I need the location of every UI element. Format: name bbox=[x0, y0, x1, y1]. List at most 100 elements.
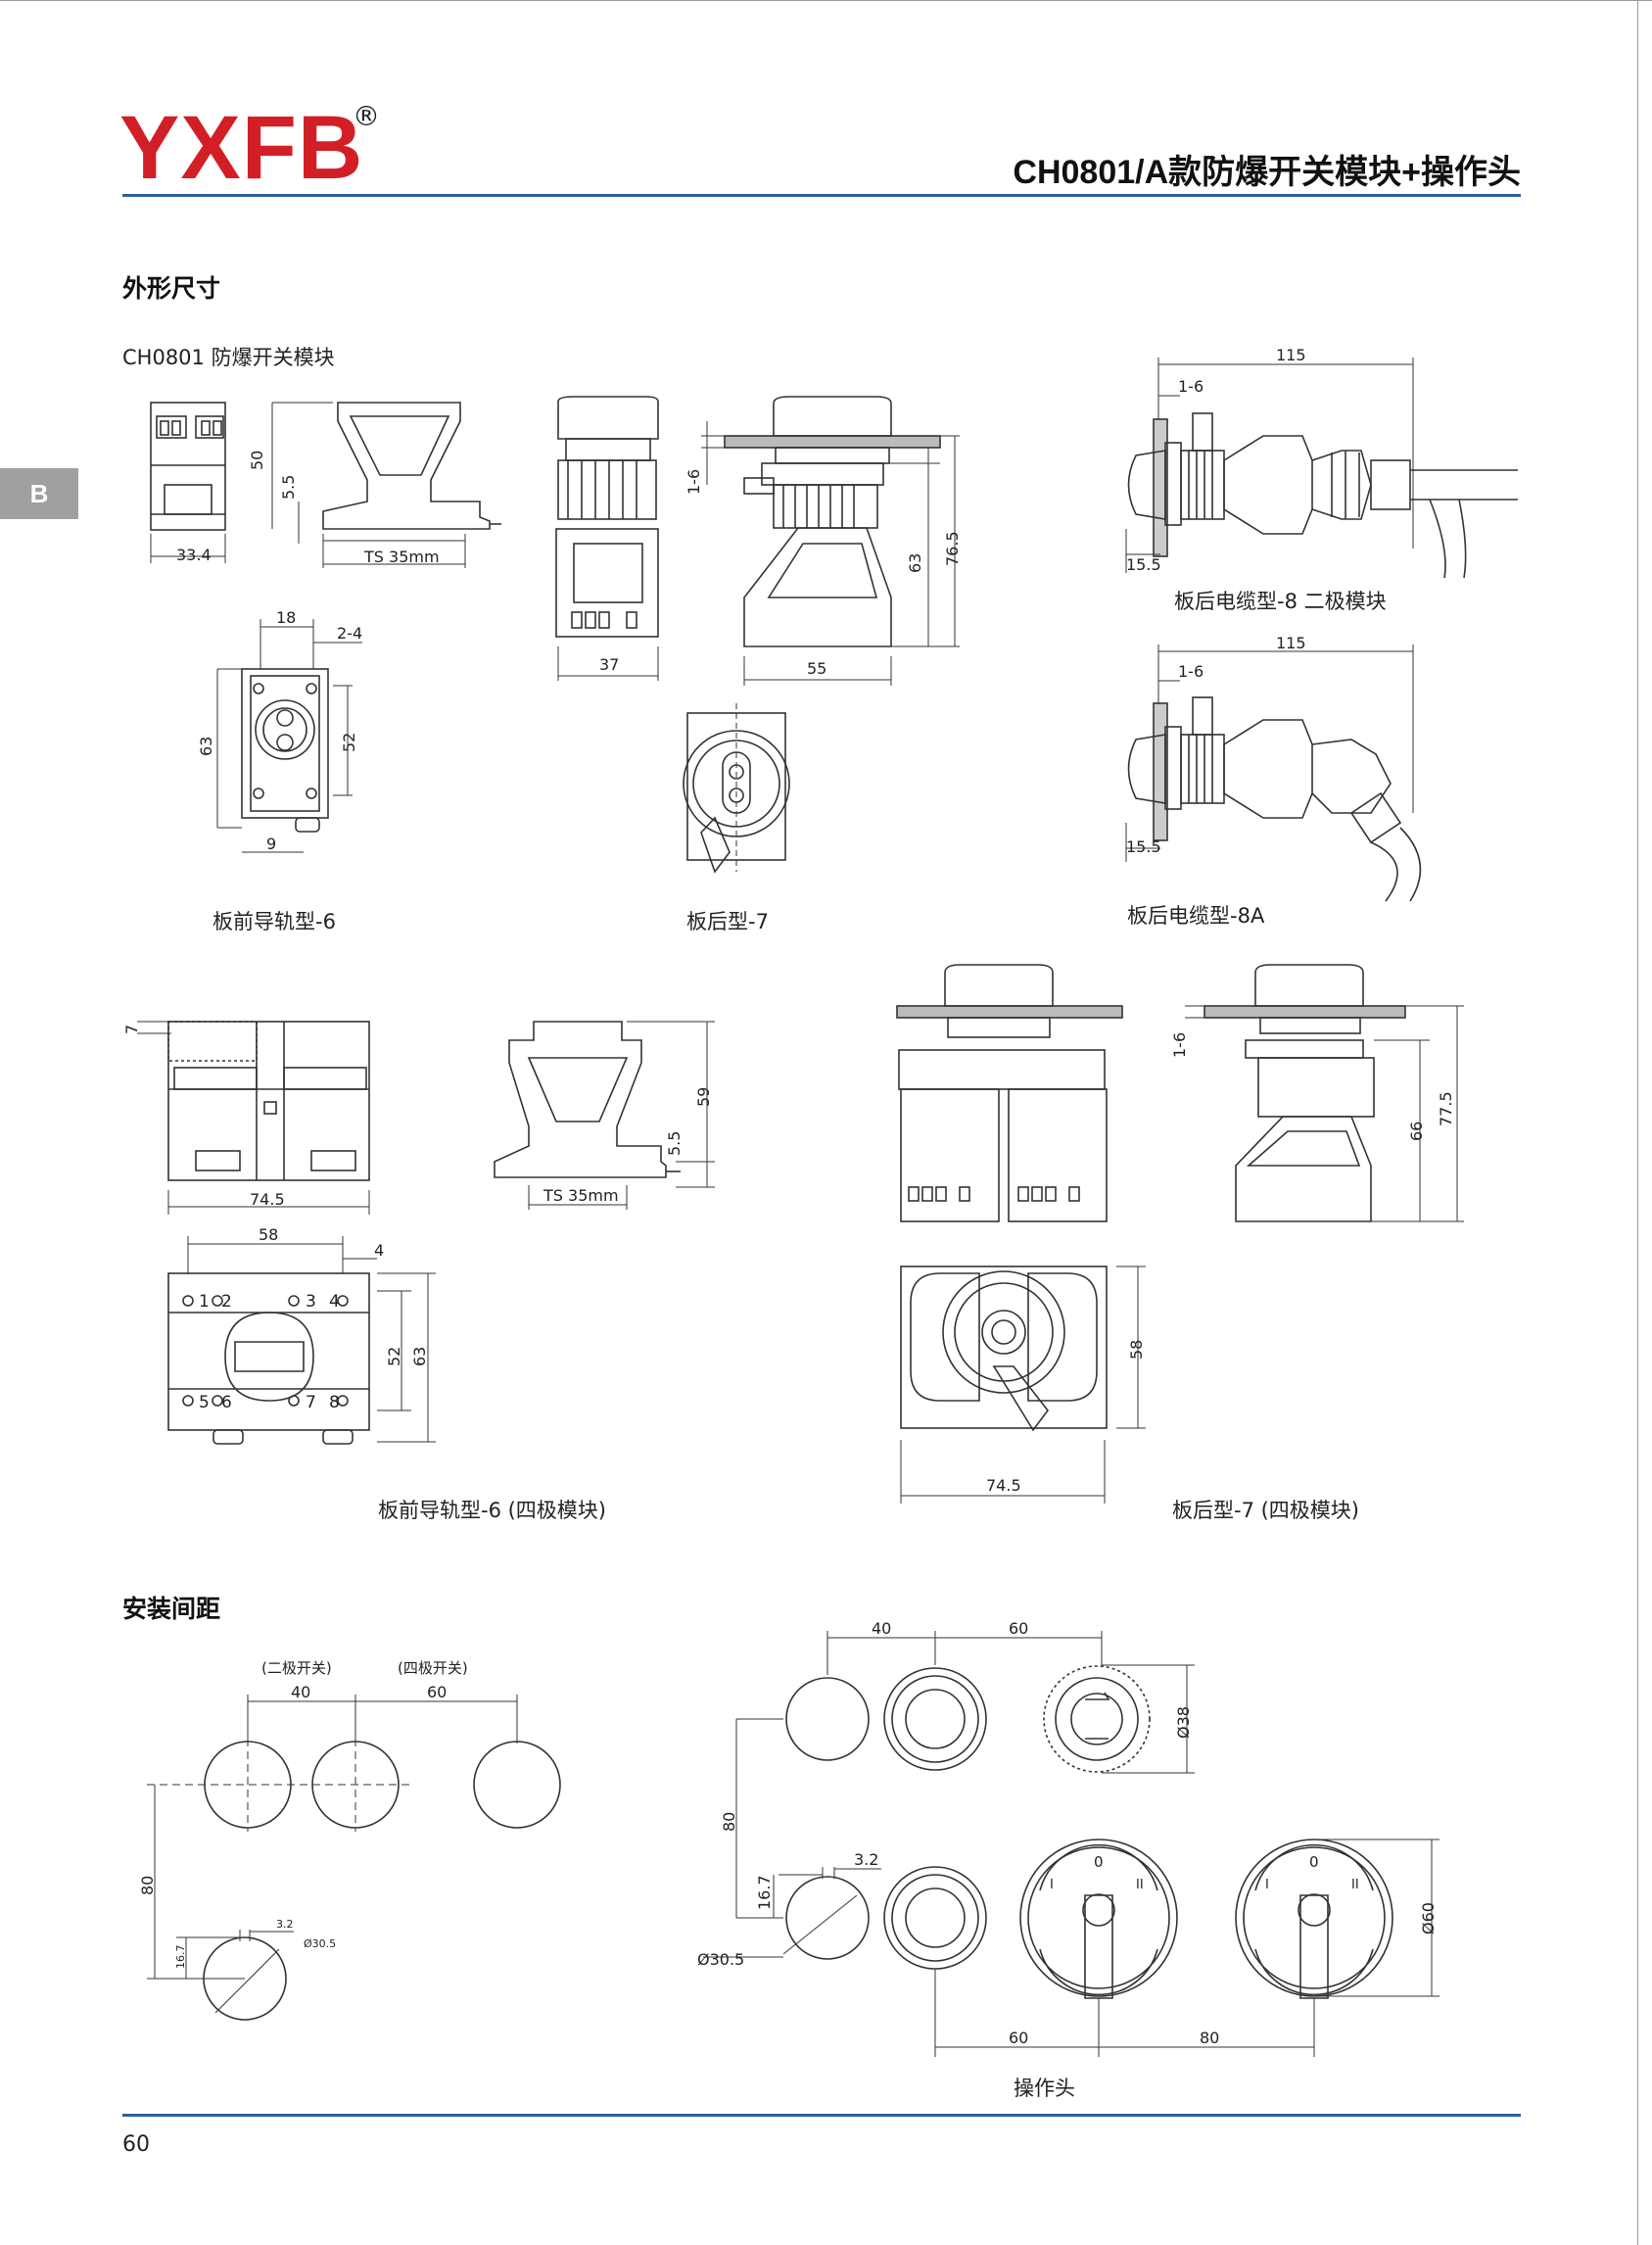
drawing-front-rail-6-four-top bbox=[167, 1236, 436, 1445]
dim-16-7-head: 16.7 bbox=[755, 1875, 774, 1910]
dim-115-8a: 115 bbox=[1276, 634, 1306, 652]
caption-rear-7: 板后型-7 bbox=[686, 910, 769, 933]
dim-15-5-8a: 15.5 bbox=[1126, 837, 1161, 856]
dim-63: 63 bbox=[906, 553, 924, 573]
dim-9: 9 bbox=[266, 835, 276, 853]
dim-50: 50 bbox=[248, 451, 266, 470]
caption-rear-cable-8: 板后电缆型-8 二极模块 bbox=[1174, 590, 1387, 613]
drawing-rear-7-top bbox=[683, 703, 790, 874]
switch-position-0: 0 bbox=[1094, 1853, 1104, 1871]
drawing-rear-7-four-front bbox=[896, 964, 1123, 1222]
dim-1-6-cable: 1-6 bbox=[1178, 377, 1204, 396]
label-two-pole: (二极开关) bbox=[261, 1659, 332, 1677]
switch-position-2: II bbox=[1136, 1878, 1144, 1892]
dim-52: 52 bbox=[340, 733, 358, 752]
switch-position-0-b: 0 bbox=[1309, 1853, 1319, 1871]
dim-diameter-60: Ø60 bbox=[1419, 1902, 1438, 1935]
dim-115: 115 bbox=[1276, 346, 1306, 364]
drawing-spacing-left bbox=[147, 1695, 561, 2021]
terminal-5: 5 bbox=[199, 1393, 210, 1412]
dim-33-4: 33.4 bbox=[176, 546, 212, 564]
caption-front-rail-6-four-pole: 板前导轨型-6 (四极模块) bbox=[378, 1499, 606, 1522]
dim-37: 37 bbox=[599, 655, 619, 674]
dim-55: 55 bbox=[807, 659, 826, 678]
dim-1-6-four: 1-6 bbox=[1170, 1032, 1189, 1058]
drawing-rear-cable-8a bbox=[1125, 645, 1422, 902]
dim-80-head: 80 bbox=[720, 1812, 738, 1832]
dim-59: 59 bbox=[694, 1087, 713, 1107]
section-heading-dimensions: 外形尺寸 bbox=[122, 274, 221, 303]
dim-ts35: TS 35mm bbox=[363, 548, 440, 566]
drawing-front-rail-6-four-profile bbox=[494, 1021, 715, 1210]
section-heading-spacing: 安装间距 bbox=[122, 1595, 221, 1623]
dim-80-bottom: 80 bbox=[1200, 2029, 1219, 2047]
dim-diameter-38: Ø38 bbox=[1174, 1706, 1193, 1739]
dim-ts35-four: TS 35mm bbox=[543, 1186, 619, 1205]
page-number: 60 bbox=[122, 2132, 150, 2157]
terminal-8: 8 bbox=[329, 1393, 340, 1412]
dim-15-5: 15.5 bbox=[1126, 555, 1161, 574]
label-four-pole: (四极开关) bbox=[398, 1659, 468, 1677]
drawing-module-front bbox=[150, 402, 226, 563]
dim-60: 60 bbox=[427, 1683, 447, 1701]
dim-16-7: 16.7 bbox=[174, 1945, 187, 1970]
footer-rule bbox=[122, 2114, 1521, 2117]
terminal-7: 7 bbox=[306, 1393, 316, 1412]
dim-66: 66 bbox=[1407, 1122, 1426, 1141]
frame-top-line bbox=[0, 0, 1652, 1]
caption-operating-head: 操作头 bbox=[1014, 2077, 1075, 2100]
dim-4: 4 bbox=[374, 1241, 384, 1260]
section-tab[interactable]: B bbox=[0, 468, 78, 519]
terminal-1: 1 bbox=[199, 1292, 210, 1312]
registered-mark: ® bbox=[353, 100, 380, 132]
dim-1-6: 1-6 bbox=[684, 469, 703, 495]
dim-52-four: 52 bbox=[385, 1347, 403, 1366]
dim-80: 80 bbox=[138, 1876, 157, 1895]
switch-position-2-b: II bbox=[1351, 1878, 1359, 1892]
dim-3-2-head: 3.2 bbox=[854, 1850, 878, 1869]
dim-diameter-30-5-head: Ø30.5 bbox=[697, 1950, 744, 1969]
dim-58: 58 bbox=[259, 1225, 278, 1244]
dim-2-4: 2-4 bbox=[337, 624, 362, 643]
drawing-rear-cable-8 bbox=[1125, 358, 1518, 579]
switch-position-1-b: I bbox=[1265, 1878, 1269, 1892]
dim-74-5: 74.5 bbox=[250, 1190, 285, 1209]
drawing-front-rail-6-four-side bbox=[137, 1021, 370, 1215]
terminal-6: 6 bbox=[221, 1393, 232, 1412]
dim-5-5: 5.5 bbox=[279, 475, 298, 500]
caption-front-rail-6: 板前导轨型-6 bbox=[212, 910, 336, 933]
drawing-module-side bbox=[271, 402, 501, 568]
dim-77-5: 77.5 bbox=[1437, 1091, 1455, 1126]
drawing-rear-head-side bbox=[701, 396, 960, 686]
header-rule bbox=[122, 194, 1521, 197]
dim-63-four: 63 bbox=[410, 1347, 429, 1366]
drawing-rear-7-four-side bbox=[1185, 964, 1464, 1222]
terminal-4: 4 bbox=[329, 1292, 340, 1312]
drawing-rear-head-front bbox=[555, 396, 659, 681]
terminal-3: 3 bbox=[306, 1292, 316, 1312]
caption-rear-7-four-pole: 板后型-7 (四极模块) bbox=[1172, 1499, 1359, 1522]
dim-40: 40 bbox=[291, 1683, 310, 1701]
dim-74-5-four: 74.5 bbox=[986, 1476, 1021, 1495]
dim-5-5-four: 5.5 bbox=[665, 1131, 684, 1156]
module-label: CH0801 防爆开关模块 bbox=[122, 346, 335, 369]
drawing-rear-7-four-top bbox=[900, 1266, 1146, 1504]
frame-right-line bbox=[1637, 0, 1638, 2245]
drawing-front-rail-6-top bbox=[216, 619, 362, 853]
dim-3-2: 3.2 bbox=[276, 1918, 294, 1931]
dim-1-6-8a: 1-6 bbox=[1178, 662, 1204, 681]
dim-58-four: 58 bbox=[1127, 1340, 1146, 1360]
brand-logo: YXFB bbox=[119, 98, 364, 198]
caption-rear-cable-8a: 板后电缆型-8A bbox=[1127, 904, 1265, 928]
dim-7: 7 bbox=[122, 1025, 141, 1034]
dim-60-bottom: 60 bbox=[1009, 2029, 1028, 2047]
dim-diameter-30-5: Ø30.5 bbox=[304, 1937, 336, 1950]
switch-position-1: I bbox=[1050, 1878, 1054, 1892]
dim-18: 18 bbox=[276, 608, 296, 627]
dim-60-head: 60 bbox=[1009, 1619, 1028, 1638]
dim-76-5: 76.5 bbox=[943, 531, 962, 566]
page-title: CH0801/A款防爆开关模块+操作头 bbox=[1013, 154, 1521, 191]
dim-63-rail: 63 bbox=[197, 737, 215, 756]
drawing-operating-heads bbox=[703, 1631, 1440, 2057]
